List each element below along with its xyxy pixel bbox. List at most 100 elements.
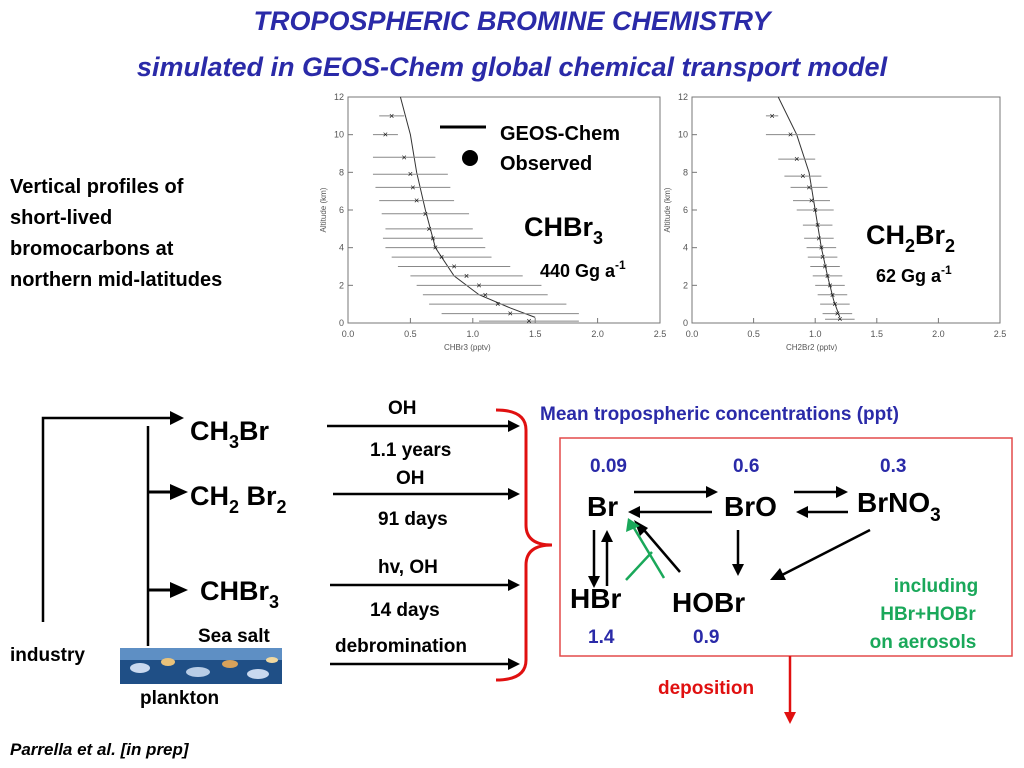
chbr3-obs-point: × — [426, 224, 431, 234]
sea-salt-label: Sea salt — [198, 626, 270, 647]
chbr3-obs-point: × — [439, 252, 444, 262]
legend-model-label: GEOS-Chem — [500, 123, 620, 145]
chbr3-ytick: 2 — [339, 280, 344, 290]
ch2br2-xtick: 1.0 — [809, 329, 822, 339]
ch2br2-ytick: 12 — [678, 92, 688, 102]
ch3br-oxidant: OH — [388, 398, 417, 419]
chbr3-obs-point: × — [414, 196, 419, 206]
arrow-to-chbr3 — [170, 582, 188, 598]
chbr3-ytick: 12 — [334, 92, 344, 102]
side-line-2: short-lived — [10, 207, 113, 229]
ch2br2-obs-point: × — [800, 171, 805, 181]
chbr3-xtick: 1.0 — [467, 329, 480, 339]
industry-source-line — [41, 416, 170, 622]
ch2br2-ytick: 0 — [683, 318, 688, 328]
ch2br2-obs-point: × — [835, 309, 840, 319]
ch2br2-obs-point: × — [809, 196, 814, 206]
ch2br2-obs-point: × — [816, 233, 821, 243]
industry-label: industry — [10, 645, 85, 666]
green-hbr-arrow — [625, 551, 653, 581]
chbr3-obs-point: × — [383, 130, 388, 140]
br-species: Br — [587, 491, 618, 522]
chbr3-emission: 440 Gg a-1 — [540, 258, 626, 281]
hobr-value: 0.9 — [693, 627, 719, 648]
side-line-3: bromocarbons at — [10, 238, 174, 260]
title-line-1: TROPOSPHERIC BROMINE CHEMISTRY — [253, 6, 771, 36]
ch2br2-obs-point: × — [830, 290, 835, 300]
chbr3-obs-point: × — [495, 299, 500, 309]
ch2br2-ytick: 2 — [683, 280, 688, 290]
box-header: Mean tropospheric concentrations (ppt) — [540, 404, 899, 425]
green-hobr-arrow — [632, 527, 666, 579]
hbr-species: HBr — [570, 583, 621, 614]
ch2br2-oxidant: OH — [396, 468, 425, 489]
ch2br2-xtick: 0.0 — [686, 329, 699, 339]
plankton-image — [120, 648, 282, 684]
ch2br2-model-line — [777, 96, 841, 318]
ch2br2-chart-label: CH2Br2 — [866, 220, 955, 256]
ch2br2-ytick: 6 — [683, 205, 688, 215]
side-description: Vertical profiles of short-lived bromoca… — [10, 172, 310, 296]
ch2br2-xlabel: CH2Br2 (pptv) — [786, 343, 837, 352]
chbr3-obs-point: × — [464, 271, 469, 281]
ch2br2-ytick: 4 — [683, 243, 688, 253]
chbr3-ytick: 0 — [339, 318, 344, 328]
chbr3-obs-point: × — [433, 243, 438, 253]
bro-value: 0.6 — [733, 456, 759, 477]
chbr3-xlabel: CHBr3 (pptv) — [444, 343, 491, 352]
ch2br2-obs-point: × — [788, 130, 793, 140]
chbr3-obs-point: × — [483, 290, 488, 300]
chbr3-obs-point: × — [402, 152, 407, 162]
grouping-brace — [495, 408, 553, 682]
chbr3-lifetime: 14 days — [370, 600, 440, 621]
ch3br-lifetime: 1.1 years — [370, 440, 451, 461]
ch2br2-obs-point: × — [822, 262, 827, 272]
chbr3-oxidant: hv, OH — [378, 557, 438, 578]
hbr-value: 1.4 — [588, 627, 615, 648]
ch2br2-ytick: 8 — [683, 167, 688, 177]
legend-observed-marker — [462, 150, 478, 166]
ch2br2-ytick: 10 — [678, 130, 688, 140]
br-value: 0.09 — [590, 456, 627, 477]
bro-species: BrO — [724, 491, 777, 522]
arrow-to-ch3br — [170, 411, 184, 425]
chbr3-path-label: CHBr3 — [200, 576, 279, 612]
ch2br2-obs-point: × — [832, 299, 837, 309]
ch2br2-lifetime: 91 days — [378, 509, 448, 530]
chbr3-ytick: 4 — [339, 243, 344, 253]
ch2br2-obs-point: × — [813, 205, 818, 215]
legend-observed-label: Observed — [500, 153, 592, 175]
chbr3-obs-point: × — [410, 182, 415, 192]
chbr3-xtick: 0.5 — [404, 329, 417, 339]
ch2br2-obs-point: × — [819, 243, 824, 253]
ch2br2-obs-point: × — [837, 314, 842, 324]
ch2br2-obs-point: × — [827, 280, 832, 290]
chbr3-xtick: 2.0 — [591, 329, 604, 339]
side-line-4: northern mid-latitudes — [10, 269, 223, 291]
ch2br2-obs-point: × — [815, 220, 820, 230]
side-line-1: Vertical profiles of — [10, 176, 184, 198]
chbr3-xtick: 0.0 — [342, 329, 355, 339]
chbr3-obs-point: × — [526, 316, 531, 326]
chbr3-xtick: 2.5 — [654, 329, 667, 339]
concentration-box — [559, 437, 1013, 657]
chbr3-obs-point: × — [451, 262, 456, 272]
chbr3-obs-point: × — [476, 280, 481, 290]
ch3br-label: CH3Br — [190, 416, 270, 452]
chbr3-xtick: 1.5 — [529, 329, 542, 339]
chbr3-ytick: 6 — [339, 205, 344, 215]
chbr3-obs-point: × — [430, 233, 435, 243]
aerosol-note-3: on aerosols — [870, 632, 977, 653]
arrow-to-ch2br2 — [170, 484, 188, 500]
hobr-species: HOBr — [672, 587, 745, 618]
ch2br2-ylabel: Altitude (km) — [663, 187, 672, 232]
chbr3-obs-point: × — [408, 169, 413, 179]
ch2br2-xtick: 2.5 — [994, 329, 1007, 339]
ch2br2-obs-point: × — [825, 271, 830, 281]
ch2br2-frame — [691, 96, 1001, 324]
ch2br2-path-label: CH2 Br2 — [190, 481, 287, 517]
chbr3-obs-point: × — [423, 209, 428, 219]
brno3-value: 0.3 — [880, 456, 906, 477]
